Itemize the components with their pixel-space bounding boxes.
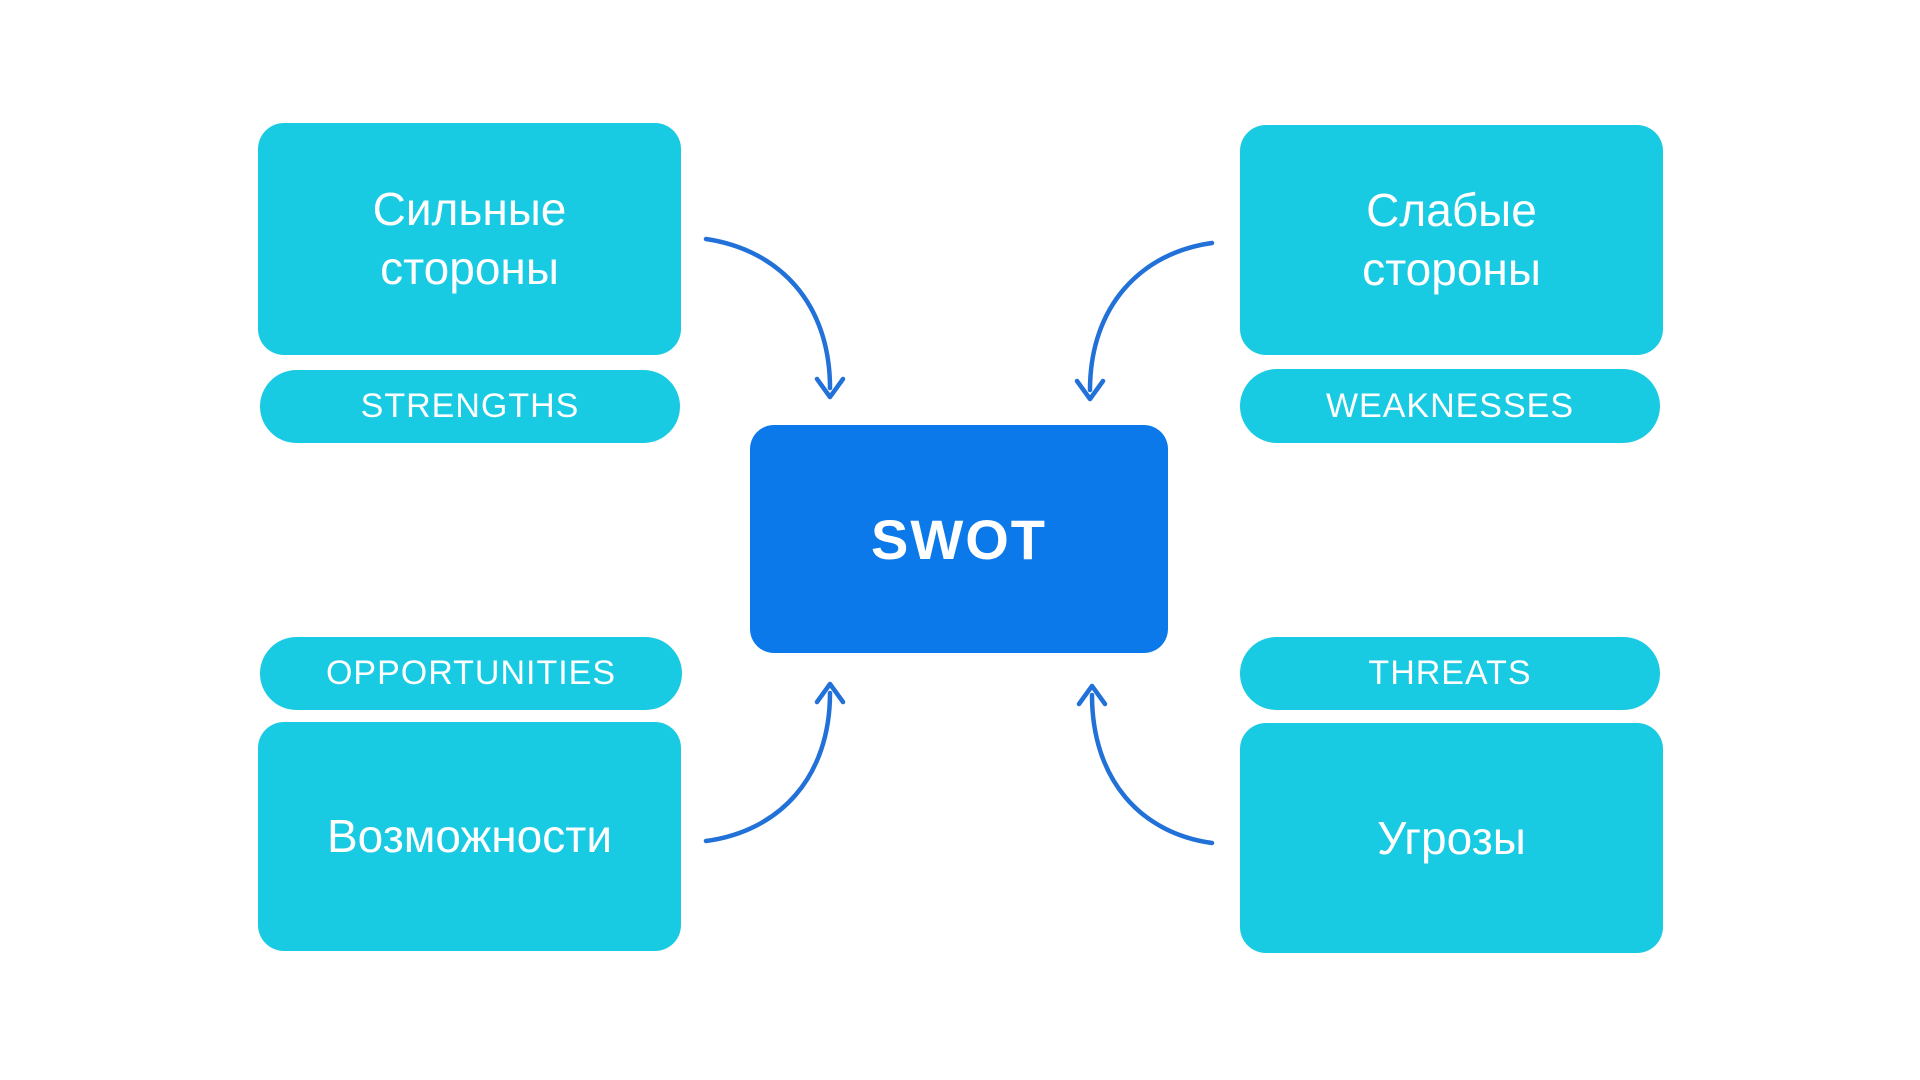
weaknesses-title: Слабые стороны xyxy=(1362,184,1541,295)
weaknesses-pill: WEAKNESSES xyxy=(1240,369,1660,443)
weaknesses-pill-label: WEAKNESSES xyxy=(1325,386,1575,425)
threats-pill: THREATS xyxy=(1240,637,1660,710)
threats-title: Угрозы xyxy=(1377,811,1526,864)
opportunities-box: Возможности xyxy=(258,722,681,951)
strengths-arrow-icon xyxy=(703,236,846,400)
opportunities-pill: OPPORTUNITIES xyxy=(260,637,682,710)
threats-box: Угрозы xyxy=(1240,723,1663,953)
strengths-box: Сильные стороны xyxy=(258,123,681,355)
swot-center-label: SWOT xyxy=(871,507,1047,571)
threats-arrow-icon xyxy=(1076,683,1215,846)
swot-center-box: SWOT xyxy=(750,425,1168,653)
opportunities-arrow-icon xyxy=(703,681,846,844)
strengths-title: Сильные стороны xyxy=(372,183,567,294)
strengths-pill-label: STRENGTHS xyxy=(360,387,580,425)
threats-pill-label: THREATS xyxy=(1368,654,1532,692)
opportunities-title: Возможности xyxy=(326,810,613,863)
weaknesses-box: Слабые стороны xyxy=(1240,125,1663,355)
weaknesses-arrow-icon xyxy=(1074,240,1215,402)
opportunities-pill-label: OPPORTUNITIES xyxy=(325,654,617,692)
strengths-pill: STRENGTHS xyxy=(260,370,680,443)
